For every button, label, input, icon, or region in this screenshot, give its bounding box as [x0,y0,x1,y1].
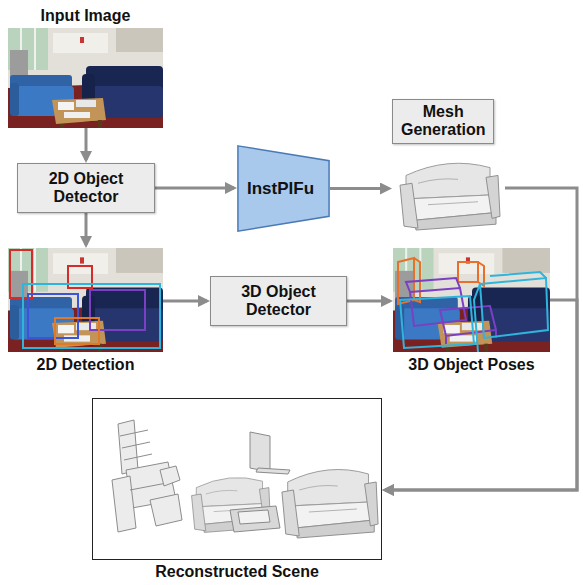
label: Mesh Generation [392,99,494,144]
pose-photo [393,248,550,352]
input-photo [8,28,163,128]
heading: Reconstructed Scene [155,563,319,581]
flow-arrow [85,213,88,245]
scene-panel: Reconstructed Scene [92,398,382,560]
flow-arrow [347,300,390,303]
flow-arrow [155,187,234,190]
flow-arrow [163,300,207,303]
mesh-output: Mesh Generation [392,99,505,235]
heading: 3D Object Poses [408,356,534,374]
network-block: InstPIFu [237,145,330,232]
flow-arrow [385,188,577,490]
heading: 2D Detection [37,356,135,374]
detection-photo [8,248,163,352]
flow-arrow [385,300,577,490]
pose-image: 3D Object Poses [393,248,550,352]
flow-arrow [85,128,88,160]
process-box: 2D Object Detector [17,163,155,213]
detection-image: 2D Detection [8,248,163,352]
mesh-render [400,163,500,230]
process-box: 3D Object Detector [210,276,347,326]
label: 3D Object Detector [219,283,338,320]
flow-arrow [330,187,389,190]
label: InstPIFu [247,179,320,199]
heading: Input Image [41,7,131,25]
input-image: Input Image [8,28,163,128]
scene-render [112,420,378,538]
trapezoid-outline [238,146,329,231]
label: 2D Object Detector [26,170,146,207]
